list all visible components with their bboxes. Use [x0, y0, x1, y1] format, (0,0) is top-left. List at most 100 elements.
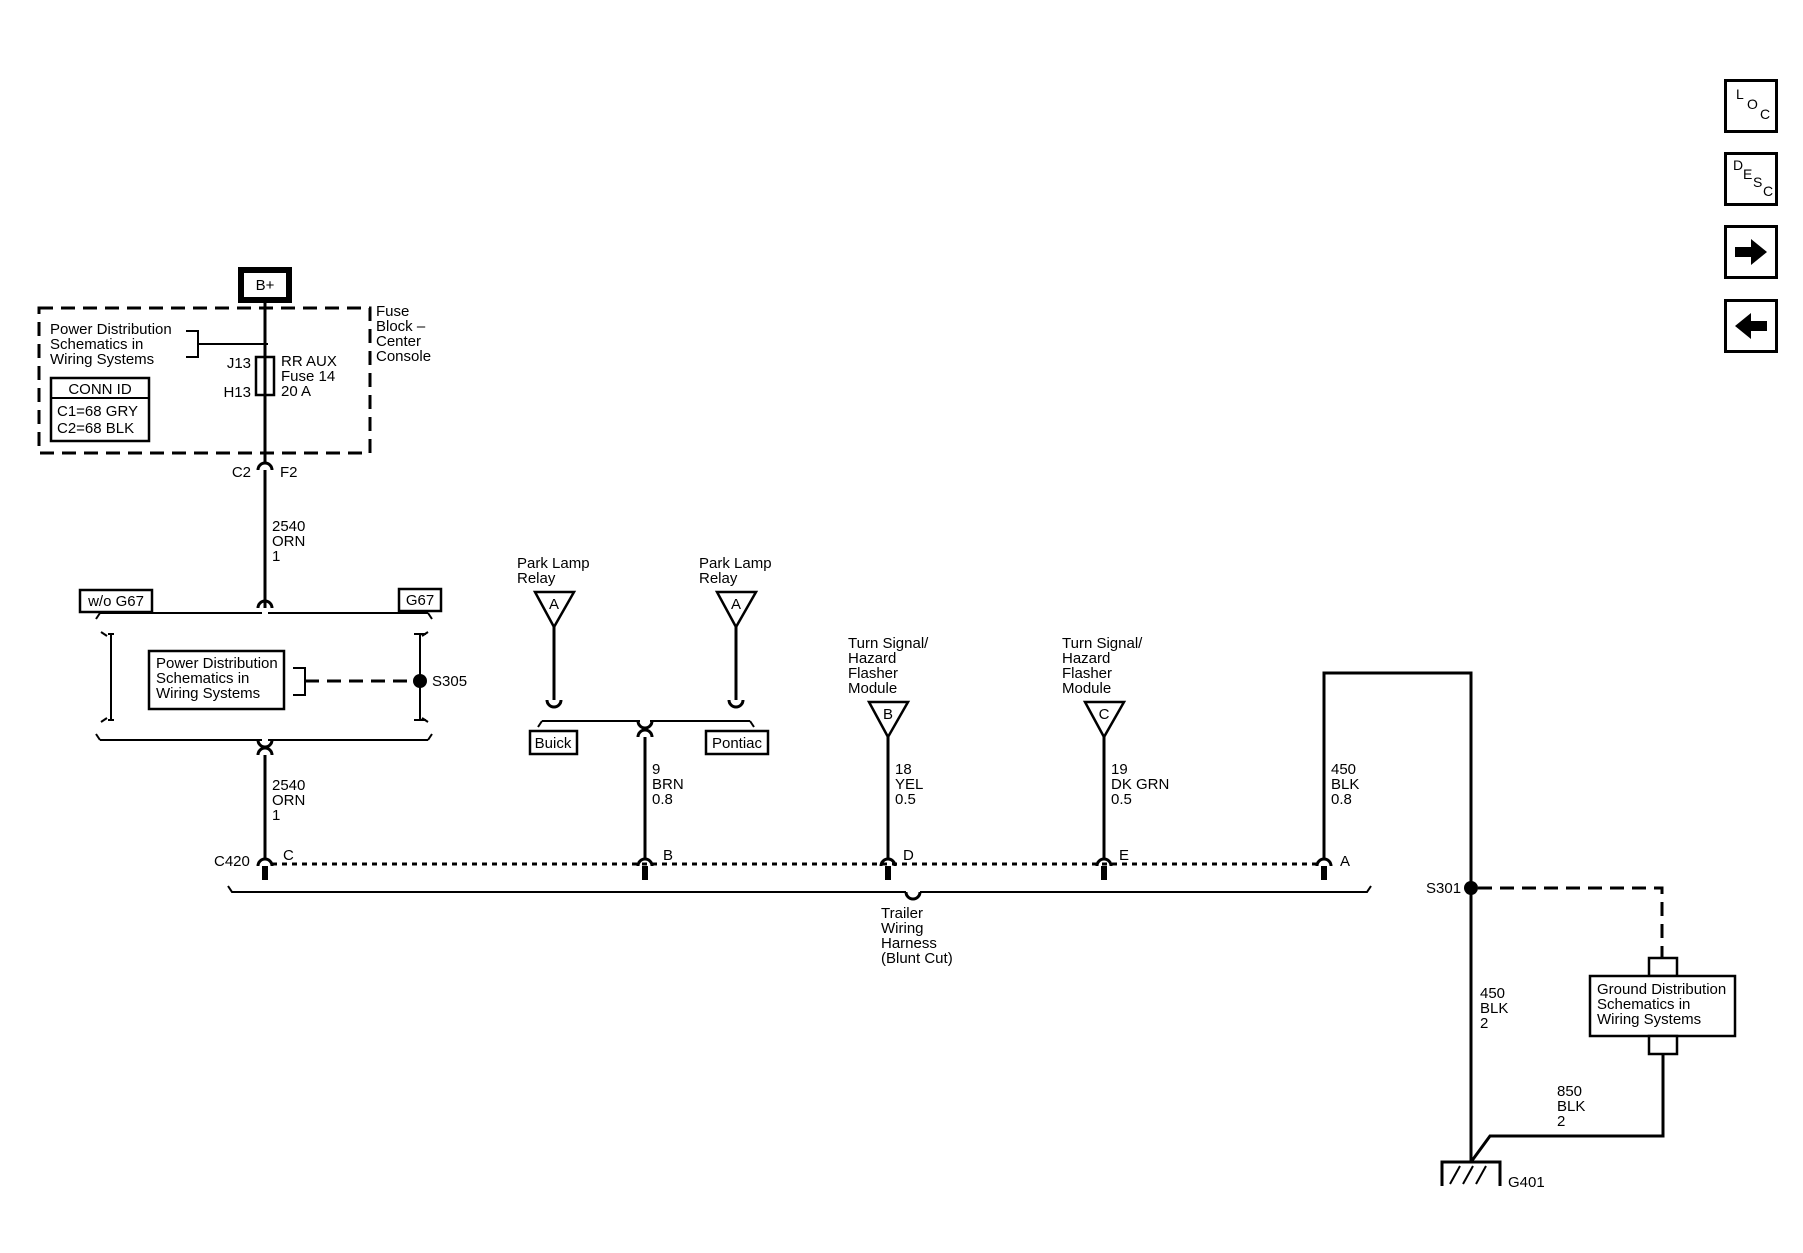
- wire-color: ORN: [272, 533, 305, 550]
- wire-number: 450: [1480, 985, 1505, 1002]
- wire-number: 2540: [272, 518, 305, 535]
- c420-pin-a: A: [1315, 853, 1350, 880]
- flasher-label-3: Flasher: [848, 665, 898, 682]
- relay-label-2: Relay: [699, 570, 738, 587]
- wire-number: 9: [652, 761, 660, 778]
- connector-c420-label: C420: [214, 853, 250, 870]
- splice-ref-line-3: Wiring Systems: [156, 685, 260, 702]
- next-page-button[interactable]: [1724, 225, 1778, 279]
- park-lamp-relay-pontiac: Park Lamp Relay A: [699, 555, 772, 709]
- flasher-module-c: Turn Signal/ Hazard Flasher Module C 19 …: [1062, 635, 1169, 860]
- option-with-label: G67: [406, 592, 434, 609]
- ground-g401: G401: [1440, 1160, 1545, 1191]
- flasher-label-2: Hazard: [1062, 650, 1110, 667]
- connector-c2-f2: C2 F2: [232, 455, 298, 600]
- description-button[interactable]: D E S C: [1724, 152, 1778, 206]
- pin-label: A: [1340, 853, 1350, 870]
- relay-label-1: Park Lamp: [699, 555, 772, 572]
- fuse-block-center-console: Fuse Block – Center Console Power Distri…: [37, 300, 431, 455]
- right-arrow-icon: [1735, 239, 1767, 265]
- wire-450-loop: 450 BLK 0.8: [1322, 671, 1473, 888]
- wire-gauge: 0.5: [1111, 791, 1132, 808]
- harness-label-3: Harness: [881, 935, 937, 952]
- wire-color: YEL: [895, 776, 923, 793]
- flasher-label-1: Turn Signal/: [848, 635, 929, 652]
- pin-label: C: [283, 847, 294, 864]
- option-g67: G67: [397, 587, 443, 613]
- b-plus-label: B+: [256, 277, 275, 294]
- option-without-g67: w/o G67: [78, 588, 154, 614]
- desc-letter-s: S: [1753, 174, 1763, 190]
- splice-block-s305: Power Distribution Schematics in Wiring …: [100, 631, 467, 723]
- wire-gauge: 0.8: [1331, 791, 1352, 808]
- relay-pin: A: [731, 596, 741, 613]
- fuse-block-label-2: Block –: [376, 318, 426, 335]
- c420-pin-c: C: [256, 847, 294, 880]
- fuse-block-label-1: Fuse: [376, 303, 409, 320]
- harness-label-1: Trailer: [881, 905, 923, 922]
- wire-number: 19: [1111, 761, 1128, 778]
- b-plus-supply: B+: [238, 267, 292, 303]
- wire-2540-lower: 2540 ORN 1: [256, 746, 305, 860]
- splice-block-bottom-bracket: [95, 733, 433, 749]
- fuse-label-1: RR AUX: [281, 353, 337, 370]
- brand-pontiac: Pontiac: [704, 729, 770, 756]
- desc-letter-c: C: [1763, 183, 1774, 199]
- loc-letter-c: C: [1760, 106, 1771, 122]
- wire-9-brn: 9 BRN 0.8: [636, 728, 684, 860]
- wire-2540-upper: 2540 ORN 1: [272, 518, 305, 565]
- wire-450-lower: 450 BLK 2: [1480, 985, 1508, 1032]
- conn-id-row-c2: C2=68 BLK: [57, 420, 134, 437]
- wire-850-blk: 850 BLK 2: [1557, 1083, 1585, 1130]
- wire-gauge: 2: [1557, 1113, 1565, 1130]
- splice-ref-line-2: Schematics in: [156, 670, 249, 687]
- pin-label: E: [1119, 847, 1129, 864]
- power-ref-line-1: Power Distribution: [50, 321, 172, 338]
- location-button[interactable]: L O C: [1724, 79, 1778, 133]
- ground-ref-line-2: Schematics in: [1597, 996, 1690, 1013]
- conn-id-row-c1: C1=68 GRY: [57, 403, 138, 420]
- ground-g401-label: G401: [1508, 1174, 1545, 1191]
- splice-s301: S301: [1426, 880, 1664, 1162]
- wire-color: BLK: [1557, 1098, 1585, 1115]
- power-ref-line-3: Wiring Systems: [50, 351, 154, 368]
- ground-ref-line-3: Wiring Systems: [1597, 1011, 1701, 1028]
- park-lamp-relay-buick: Park Lamp Relay A: [517, 555, 590, 709]
- fuse-label-3: 20 A: [281, 383, 311, 400]
- wire-color: BLK: [1480, 1000, 1508, 1017]
- relay-label-2: Relay: [517, 570, 556, 587]
- wire-color: BRN: [652, 776, 684, 793]
- pin-label: D: [903, 847, 914, 864]
- wire-color: ORN: [272, 792, 305, 809]
- harness-label-4: (Blunt Cut): [881, 950, 953, 967]
- brand-buick-label: Buick: [535, 735, 572, 752]
- splice-s305-dot: [413, 674, 427, 688]
- wire-color: BLK: [1331, 776, 1359, 793]
- flasher-pin: B: [883, 706, 893, 723]
- connector-c2-label: C2: [232, 464, 251, 481]
- splice-s305-label: S305: [432, 673, 467, 690]
- previous-page-button[interactable]: [1724, 299, 1778, 353]
- brand-buick: Buick: [528, 729, 579, 756]
- brand-pontiac-label: Pontiac: [712, 735, 763, 752]
- flasher-label-4: Module: [1062, 680, 1111, 697]
- flasher-pin: C: [1099, 706, 1110, 723]
- wire-number: 18: [895, 761, 912, 778]
- ground-distribution-ref: Ground Distribution Schematics in Wiring…: [1469, 956, 1737, 1163]
- loc-letter-o: O: [1747, 96, 1758, 112]
- flasher-module-b: Turn Signal/ Hazard Flasher Module B 18 …: [848, 635, 929, 860]
- c420-pin-d: D: [879, 847, 914, 880]
- ground-ref-line-1: Ground Distribution: [1597, 981, 1726, 998]
- desc-letter-d: D: [1733, 157, 1744, 173]
- wire-gauge: 1: [272, 548, 280, 565]
- wire-color: DK GRN: [1111, 776, 1169, 793]
- flasher-label-1: Turn Signal/: [1062, 635, 1143, 652]
- splice-ref-line-1: Power Distribution: [156, 655, 278, 672]
- wire-number: 2540: [272, 777, 305, 794]
- fuse-pin-j13: J13: [227, 355, 251, 372]
- flasher-label-3: Flasher: [1062, 665, 1112, 682]
- fuse-label-2: Fuse 14: [281, 368, 335, 385]
- loc-letter-l: L: [1736, 86, 1744, 102]
- left-arrow-icon: [1735, 313, 1767, 339]
